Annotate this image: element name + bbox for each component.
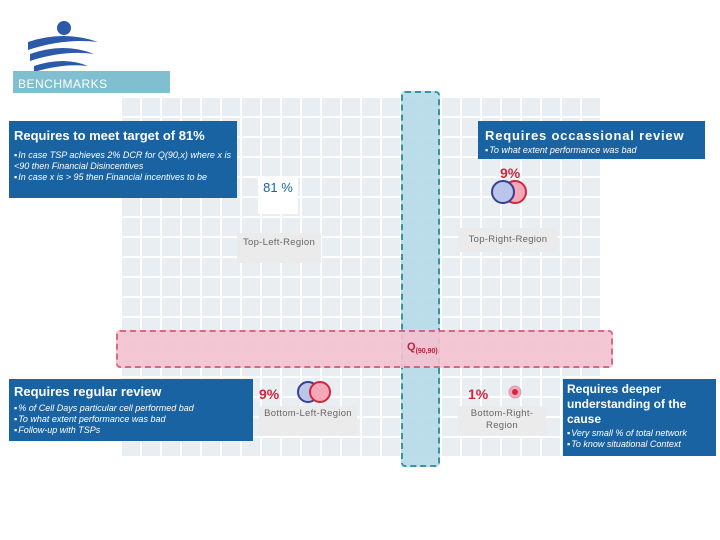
circles-bottom-right bbox=[508, 385, 522, 399]
circles-bottom-left bbox=[297, 381, 331, 403]
threshold-label-main: Q bbox=[407, 341, 416, 353]
vertical-threshold-band bbox=[401, 91, 440, 467]
quadrant-title: Requires regular review bbox=[14, 384, 162, 399]
benchmarks-banner: BENCHMARKS bbox=[13, 71, 170, 93]
bullet-item: % of Cell Days particular cell performed… bbox=[14, 403, 248, 414]
region-label-top-left: Top-Left-Region bbox=[237, 233, 321, 263]
threshold-label: Q(90,90) bbox=[407, 341, 438, 355]
company-logo bbox=[28, 21, 98, 72]
percentage-bottom-left: 9% bbox=[259, 386, 280, 402]
region-label-bottom-right: Bottom-Right-Region bbox=[458, 406, 546, 436]
bullet-list: In case TSP achieves 2% DCR for Q(90,x) … bbox=[14, 150, 232, 183]
quadrant-top-left: Requires to meet target of 81% In case T… bbox=[9, 121, 237, 198]
bullet-list: To what extent performance was bad bbox=[485, 145, 698, 156]
bullet-item: Follow-up with TSPs bbox=[14, 425, 248, 436]
bullet-list: % of Cell Days particular cell performed… bbox=[14, 403, 248, 436]
bullet-item: To what extent performance was bad bbox=[485, 145, 698, 156]
region-label-top-right: Top-Right-Region bbox=[458, 228, 558, 252]
percentage-bottom-right: 1% bbox=[468, 386, 489, 402]
circles-top-right bbox=[491, 180, 527, 204]
threshold-label-sub: (90,90) bbox=[415, 348, 438, 356]
horizontal-threshold-band bbox=[116, 330, 613, 368]
red-circle-icon bbox=[309, 381, 331, 403]
bullet-item: To know situational Context bbox=[567, 439, 712, 450]
red-dot-icon bbox=[512, 389, 518, 395]
quadrant-bottom-right: Requires deeper understanding of the cau… bbox=[563, 379, 716, 456]
bullet-item: Very small % of total network bbox=[567, 428, 712, 439]
region-label-bottom-left: Bottom-Left-Region bbox=[259, 406, 357, 436]
bullet-item: In case x is > 95 then Financial incenti… bbox=[14, 172, 232, 183]
percentage-top-right: 9% bbox=[500, 165, 521, 181]
percentage-top-left: 81 % bbox=[258, 178, 298, 214]
quadrant-bottom-left: Requires regular review % of Cell Days p… bbox=[9, 379, 253, 441]
quadrant-title: Requires deeper understanding of the cau… bbox=[567, 382, 687, 426]
quadrant-title: Requires occassional review bbox=[485, 128, 685, 143]
quadrant-title: Requires to meet target of 81% bbox=[14, 128, 205, 143]
quadrant-top-right: Requires occassional review To what exte… bbox=[478, 121, 705, 159]
bullet-item: In case TSP achieves 2% DCR for Q(90,x) … bbox=[14, 150, 232, 172]
blue-circle-icon bbox=[491, 180, 515, 204]
bullet-item: To what extent performance was bad bbox=[14, 414, 248, 425]
bullet-list: Very small % of total network To know si… bbox=[567, 428, 712, 450]
